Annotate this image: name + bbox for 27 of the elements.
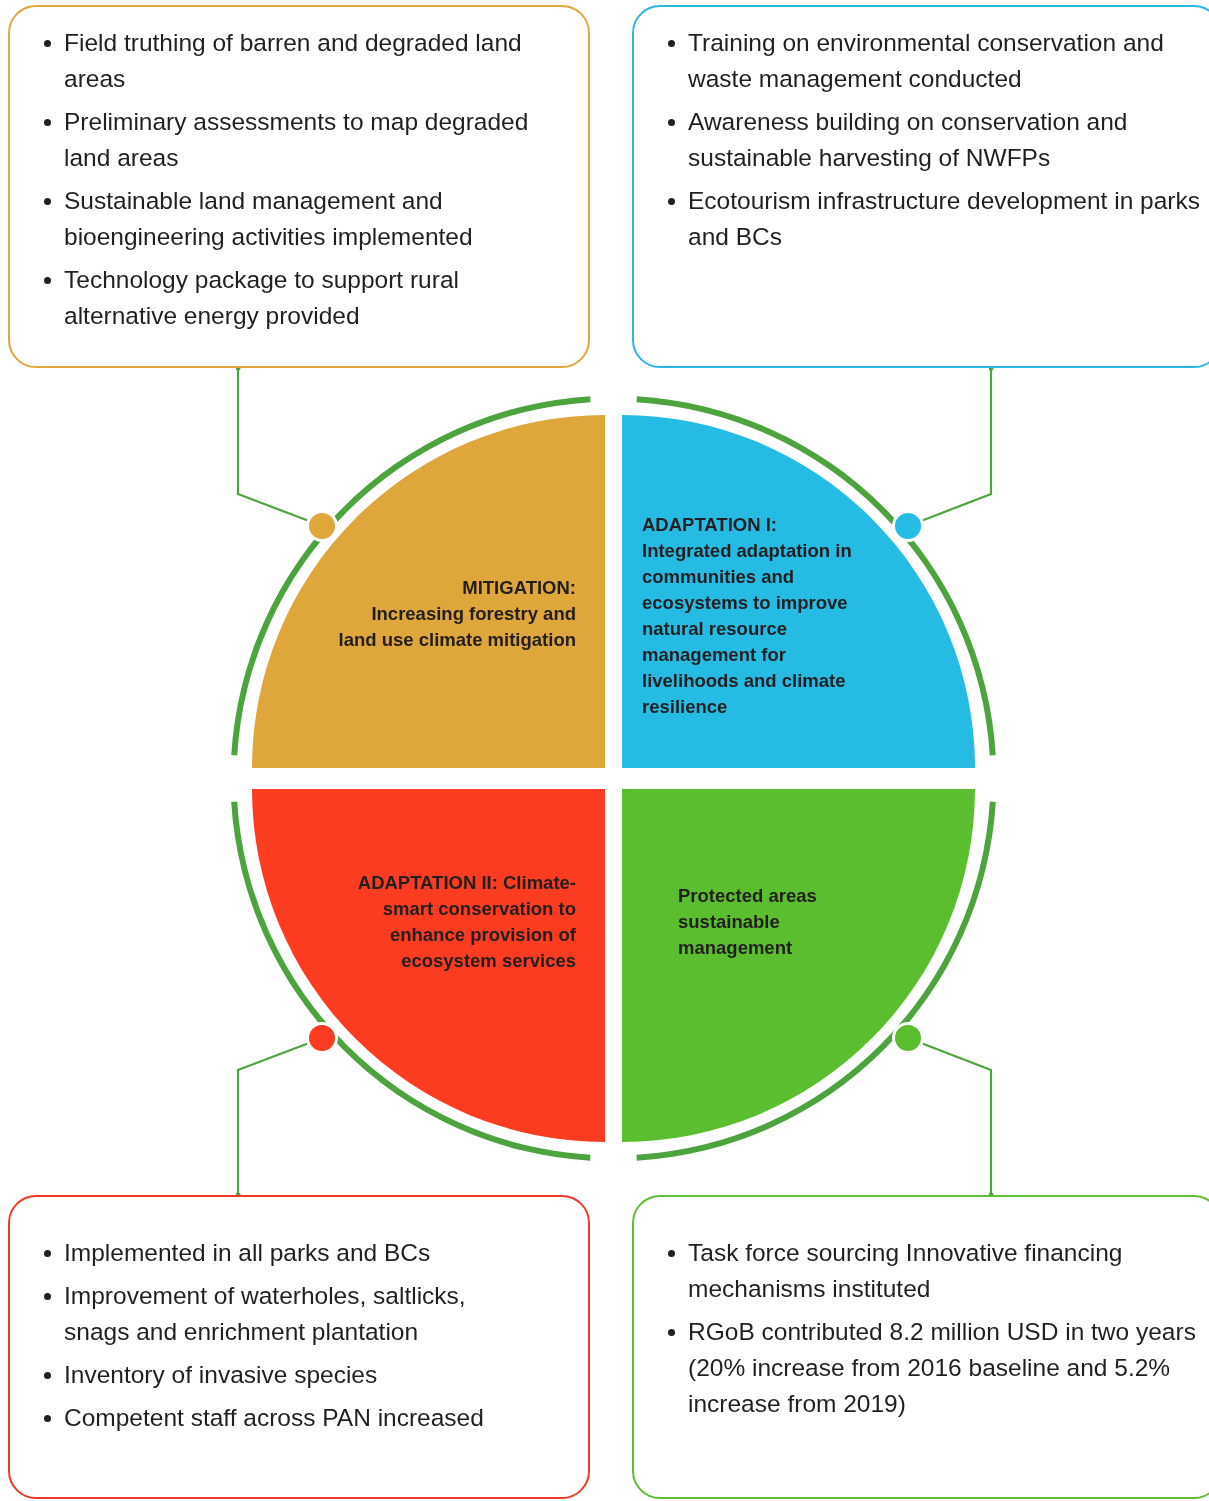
leader-line — [235, 1042, 308, 1198]
bullet-text: Technology package to support rural alternative energy provided — [64, 266, 459, 329]
bullet-text: Field truthing of barren and degraded land areas — [64, 29, 522, 92]
segment-heading: ADAPTATION I: — [642, 513, 778, 537]
text-card — [632, 5, 1209, 368]
bullet-text: Awareness building on conservation and sustainable harvesting of NWFPs — [688, 108, 1128, 171]
leader-line — [235, 365, 308, 522]
bullet-text: Preliminary assessments to map degraded land areas — [64, 108, 529, 171]
leader-line — [922, 365, 994, 522]
bullet-text: RGoB contributed 8.2 million USD in two years (20% increase from 2016 baseline and 5.2% increase from 2019) — [688, 1318, 1196, 1417]
segment-text: Protected areas sustainable management — [678, 884, 818, 960]
leader-line — [922, 1042, 994, 1198]
bullet-text: Task force sourcing Innovative financing mechanisms instituted — [688, 1239, 1123, 1302]
text-card — [8, 1195, 590, 1499]
bullet-text: Implemented in all parks and BCs — [64, 1239, 431, 1266]
bullet-text: Inventory of invasive species — [64, 1361, 378, 1388]
bullet-text: Competent staff across PAN increased — [64, 1404, 484, 1431]
segment-text: Integrated adaptation in communities and ecosystems to improve natural resource management for livelihoods and climate resilience — [642, 539, 853, 719]
bullet-text: Sustainable land management and bioengineering activities implemented — [64, 187, 473, 250]
segment-text: ADAPTATION II: Climate-smart conservation to enhance provision of ecosystem services — [356, 871, 576, 973]
bullet-text: Ecotourism infrastructure development in parks and BCs — [688, 187, 1200, 250]
text-card — [632, 1195, 1209, 1499]
segment-text: Increasing forestry and land use climate mitigation — [337, 602, 576, 652]
bullet-text: Training on environmental conservation and waste management conducted — [688, 29, 1164, 92]
bullet-text: Improvement of waterholes, saltlicks, snags and enrichment plantation — [64, 1282, 466, 1345]
segment-heading: MITIGATION: — [461, 576, 576, 600]
text-card — [8, 5, 590, 368]
